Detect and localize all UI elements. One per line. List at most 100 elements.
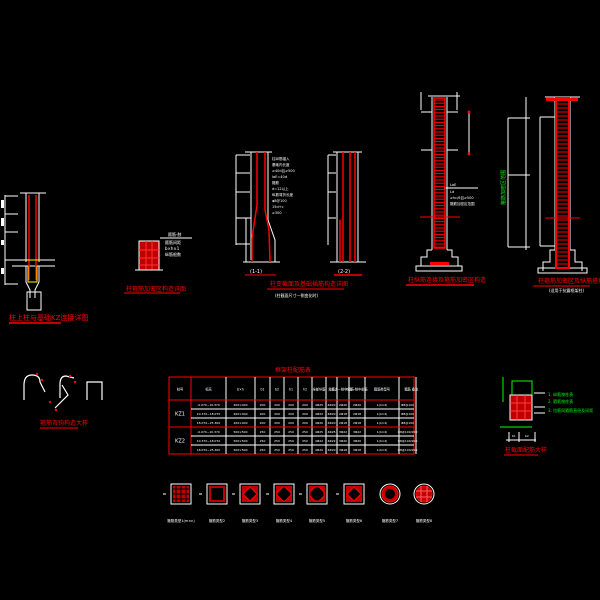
table-header-cell: b2	[275, 388, 279, 392]
table-cell: 250	[302, 430, 308, 434]
table-cell: 4Φ20	[315, 421, 323, 425]
table-cell: 1(4×4)	[377, 439, 388, 443]
dim-text	[1, 240, 4, 245]
stirrup-type-2: 箍筋类型2	[199, 483, 228, 523]
table-cell: 3Φ20	[353, 439, 361, 443]
section-box	[138, 240, 160, 271]
octagon-tie	[346, 486, 362, 502]
table-cell: 3Φ18	[339, 448, 347, 452]
table-cell: 250	[288, 448, 294, 452]
dim-label: b1	[512, 434, 516, 438]
stirrup-type-8: 箍筋类型8	[413, 483, 435, 523]
table-cell: 250	[260, 439, 266, 443]
hook-marker	[40, 378, 44, 382]
section-box	[509, 394, 533, 421]
column-change-a-notes: 柱纵筋锚入 基础内长度 ≥40d且≥500 laE=40d 箍筋 d=12以上 …	[272, 156, 295, 215]
table-cell: 10.370~18.070	[197, 439, 221, 443]
stirrup-type-label: 箍筋类型8	[416, 518, 432, 523]
section-note: 3. 拉筋同箍筋直径及间距	[548, 407, 593, 413]
table-cell: 200	[288, 421, 294, 425]
note: 15d+c	[272, 205, 284, 209]
tall-column-title: 柱纵筋连接及箍筋加密区构造	[408, 276, 486, 284]
table-cell: -0.070~10.370	[197, 430, 220, 434]
table-cell: 2Φ18	[353, 421, 361, 425]
section-note: 2. 箍筋按柱表	[548, 398, 573, 404]
table-cell: 3Φ22	[339, 430, 347, 434]
note: 柱纵筋锚入	[272, 156, 290, 161]
stirrup-section-title: 柱箍筋加密区构造详图	[126, 285, 186, 293]
table-cell: 500×500	[234, 448, 248, 452]
stirrup-type-6: 箍筋类型6	[336, 483, 365, 523]
stirrup-ladder	[556, 99, 569, 265]
table-header-cell: 角筋	[328, 387, 334, 392]
note: ≥40d且≥500	[272, 169, 295, 173]
table-header-cell: h边一侧中部筋	[346, 387, 367, 392]
table-header-cell: 全部纵筋	[313, 387, 326, 392]
table-cell: 18.070~25.300	[197, 448, 221, 452]
rebar-a-left	[251, 152, 258, 262]
pedestal-left	[25, 266, 31, 298]
table-cell: 250	[260, 448, 266, 452]
table-cell: 250	[274, 439, 280, 443]
table-header-cell: 箍筋	[404, 387, 410, 392]
note: 纵筋弯折长度	[272, 192, 293, 197]
table-cell: 2Φ18	[353, 412, 361, 416]
table-cell: Φ8@100	[401, 412, 414, 416]
diamond-tie	[242, 486, 258, 502]
table-cell: 200	[302, 412, 308, 416]
section-note: 1. 纵筋按柱表	[548, 391, 573, 397]
table-header-cell: 柱号	[177, 387, 183, 392]
table-header-cell: b×h	[237, 388, 244, 392]
table-header-cell: 备注	[412, 387, 419, 392]
note: 箍筋	[272, 180, 280, 185]
table-header-cell: b边一侧中部筋	[332, 387, 353, 392]
stirrup-note: 箍筋-肢	[168, 231, 181, 237]
stirrup-type-1: 箍筋类型1(m×n)	[163, 483, 195, 523]
stirrup-section-detail: 箍筋-肢 箍筋间距 b×h×1 纵筋根数	[135, 231, 192, 271]
note: φ8@100	[272, 199, 287, 203]
column-change-title: 柱变截面及基础插筋构造详图	[270, 280, 348, 288]
table-cell: 200	[274, 412, 280, 416]
table-header-cell: 标高	[205, 387, 211, 392]
section-tag-a: (1-1)	[250, 269, 262, 275]
table-header-cell: b1	[260, 388, 264, 392]
ladder-column-subtitle: (适用于抗震框架柱)	[549, 287, 585, 293]
base-rebar	[430, 262, 449, 265]
ladder-column-detail	[507, 96, 588, 274]
table-cell: Φ8@100	[401, 421, 414, 425]
table-cell: 1(4×4)	[377, 430, 388, 434]
dim-marker	[467, 110, 471, 114]
stirrup-type-7: 箍筋类型7	[379, 483, 401, 523]
table-cell: 200	[288, 412, 294, 416]
table-cell: 4Φ22	[315, 412, 323, 416]
table-cell: 500×500	[234, 439, 248, 443]
stirrup-type-label: 箍筋类型2	[209, 518, 225, 523]
table-cell: 4Φ22	[327, 439, 335, 443]
table-cell: 4Φ20	[315, 448, 323, 452]
hook-marker	[73, 380, 77, 384]
dowel-bar	[27, 266, 38, 283]
table-cell: 1(4×4)	[377, 403, 388, 407]
void	[385, 489, 395, 499]
table-cell: 500×500	[234, 430, 248, 434]
stirrup-ladder	[434, 99, 445, 248]
rebar-a-right	[264, 152, 271, 263]
hook-1	[23, 374, 46, 400]
table-cell: 200	[302, 403, 308, 407]
note: Ld	[450, 190, 454, 194]
hook-3	[86, 381, 103, 400]
column-change-a-detail	[235, 151, 280, 263]
octagon-tie	[276, 486, 292, 502]
stirrup-note: 箍筋间距	[165, 239, 181, 245]
table-cell: 400×400	[234, 421, 248, 425]
table-cell: Φ8@100/200	[398, 430, 418, 434]
column-change-b-detail	[327, 151, 366, 263]
table-cell: Φ8@100/200	[398, 439, 418, 443]
table-header-cell: 箍筋类型号	[374, 387, 390, 392]
foundation-column-detail	[4, 192, 55, 311]
stirrup-type-label: 箍筋类型5	[309, 518, 325, 523]
table-cell: 200	[288, 403, 294, 407]
table-cell: 4Φ22	[315, 439, 323, 443]
